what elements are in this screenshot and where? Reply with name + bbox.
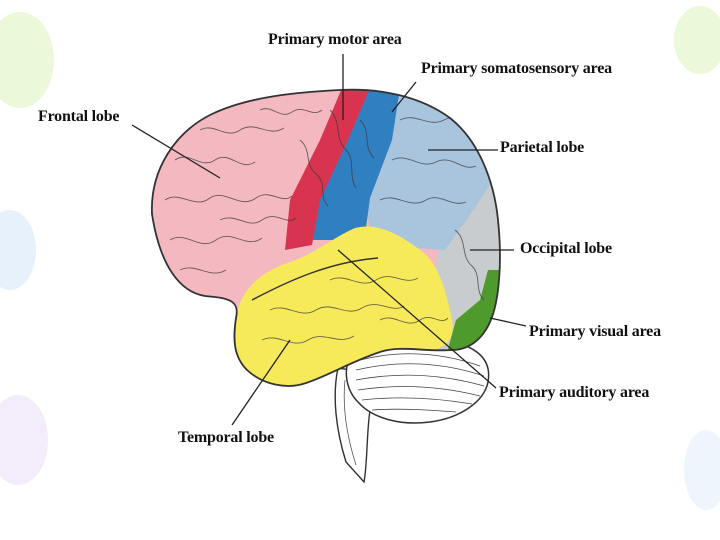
leader-line-visual bbox=[490, 318, 526, 326]
label-primary-visual-area: Primary visual area bbox=[529, 323, 661, 341]
label-primary-auditory-area: Primary auditory area bbox=[499, 384, 649, 402]
label-frontal-lobe: Frontal lobe bbox=[38, 108, 119, 126]
label-parietal-lobe: Parietal lobe bbox=[500, 139, 584, 157]
label-primary-motor-area: Primary motor area bbox=[268, 31, 402, 49]
label-primary-somatosensory-area: Primary somatosensory area bbox=[421, 60, 612, 78]
label-temporal-lobe: Temporal lobe bbox=[178, 429, 274, 447]
label-occipital-lobe: Occipital lobe bbox=[520, 240, 612, 258]
